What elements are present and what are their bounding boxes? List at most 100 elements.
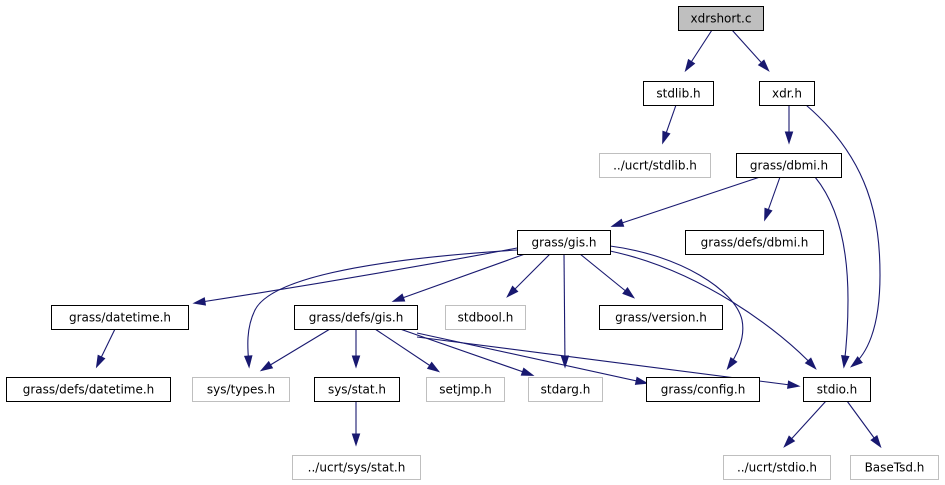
edge-arrowhead <box>243 355 253 369</box>
node-xdr-h[interactable]: xdr.h <box>759 81 815 106</box>
node-sys-types-h: sys/types.h <box>192 377 290 402</box>
edge-line <box>399 328 533 376</box>
node-box <box>426 377 505 402</box>
node-label: sys/types.h <box>207 383 275 397</box>
edge-grass_defs_gis_h-to-grass_config_h <box>416 332 649 385</box>
node-box <box>643 81 714 106</box>
edge-grass_dbmi_h-to-grass_defs_dbmi_h <box>764 176 781 222</box>
edge-line <box>814 176 849 367</box>
edge-grass_defs_gis_h-to-setjmp_h <box>374 328 441 373</box>
node-label: grass/version.h <box>615 311 707 325</box>
edge-arrowhead <box>841 355 850 369</box>
edge-arrowhead <box>757 59 770 72</box>
node-box <box>6 377 171 402</box>
node-box <box>192 377 290 402</box>
node-xdrshort-c[interactable]: xdrshort.c <box>678 6 764 31</box>
node-box <box>51 305 189 330</box>
node-grass-defs-dbmi-h[interactable]: grass/defs/dbmi.h <box>685 230 824 255</box>
edge-arrowhead <box>870 434 882 449</box>
edge-grass_gis_h-to-grass_defs_gis_h <box>391 253 526 302</box>
edge-arrowhead <box>726 356 738 371</box>
edge-line <box>563 253 566 367</box>
edge-arrowhead <box>804 357 817 370</box>
edge-stdlib_h-to-ucrt_stdlib_h <box>662 104 677 145</box>
node-box <box>599 153 711 178</box>
node-label: grass/config.h <box>661 383 746 397</box>
edge-grass_defs_gis_h-to-stdarg_h <box>399 328 535 376</box>
edge-arrowhead <box>684 58 696 73</box>
node-setjmp-h: setjmp.h <box>426 377 505 402</box>
node-label: setjmp.h <box>439 383 491 397</box>
edge-xdr_h-to-grass_dbmi_h <box>784 105 794 145</box>
edge-arrowhead <box>764 207 773 222</box>
edge-arrowhead <box>784 131 794 145</box>
edge-grass_gis_h-to-grass_version_h <box>579 253 636 299</box>
edge-grass_gis_h-to-grass_datetime_h <box>192 247 518 306</box>
node-sys-stat-h[interactable]: sys/stat.h <box>314 377 400 402</box>
edge-arrowhead <box>506 285 519 298</box>
node-grass-gis-h[interactable]: grass/gis.h <box>517 230 611 255</box>
node-label: stdio.h <box>817 383 857 397</box>
edge-line <box>374 328 439 372</box>
edge-arrowhead <box>787 380 801 389</box>
node-box <box>517 230 611 255</box>
node-label: xdr.h <box>772 87 802 101</box>
edge-grass_datetime_h-to-grass_defs_datetime_h <box>95 328 116 369</box>
node-grass-defs-gis-h[interactable]: grass/defs/gis.h <box>294 305 418 330</box>
node-box <box>314 377 400 402</box>
edge-arrowhead <box>426 361 441 373</box>
edge-line <box>579 253 634 298</box>
edge-grass_gis_h-to-grass_config_h <box>609 245 744 371</box>
node-box <box>723 455 831 480</box>
edge-arrowhead <box>849 356 863 368</box>
node-label: stdbool.h <box>458 311 514 325</box>
edges-layer <box>95 29 882 449</box>
edge-grass_defs_gis_h-to-sys_stat_h <box>351 329 361 369</box>
edge-arrowhead <box>520 367 535 376</box>
edge-grass_dbmi_h-to-grass_gis_h <box>610 176 761 227</box>
node-grass-version-h[interactable]: grass/version.h <box>599 305 723 330</box>
node-label: stdlib.h <box>656 87 700 101</box>
node-ucrt-stdio-h: ../ucrt/stdio.h <box>723 455 831 480</box>
edge-arrowhead <box>192 297 207 306</box>
node-label: grass/defs/gis.h <box>309 311 404 325</box>
node-stdio-h[interactable]: stdio.h <box>803 377 871 402</box>
node-label: BaseTsd.h <box>865 461 925 475</box>
edge-xdr_h-to-stdio_h <box>805 104 881 368</box>
edge-arrowhead <box>634 376 649 385</box>
node-box <box>445 305 526 330</box>
edge-line <box>247 249 518 367</box>
edge-arrowhead <box>259 360 274 372</box>
edge-grass_defs_gis_h-to-sys_types_h <box>259 328 331 372</box>
node-stdlib-h[interactable]: stdlib.h <box>643 81 714 106</box>
node-grass-config-h[interactable]: grass/config.h <box>646 377 760 402</box>
edge-grass_gis_h-to-stdarg_h <box>560 253 570 369</box>
edge-arrowhead <box>351 355 361 369</box>
node-box <box>736 153 842 178</box>
node-grass-datetime-h[interactable]: grass/datetime.h <box>51 305 189 330</box>
node-label: grass/gis.h <box>531 236 596 250</box>
node-box <box>759 81 815 106</box>
edge-stdio_h-to-ucrt_stdio_h <box>783 400 827 448</box>
node-box <box>294 305 418 330</box>
node-label: xdrshort.c <box>691 12 752 26</box>
edge-arrowhead <box>662 130 671 145</box>
node-grass-defs-datetime-h[interactable]: grass/defs/datetime.h <box>6 377 171 402</box>
edge-grass_gis_h-to-stdbool_h <box>506 253 551 298</box>
node-label: ../ucrt/stdlib.h <box>613 159 697 173</box>
edge-sys_stat_h-to-ucrt_sys_stat_h <box>351 401 361 447</box>
node-label: ../ucrt/sys/stat.h <box>308 461 406 475</box>
node-stdbool-h: stdbool.h <box>445 305 526 330</box>
node-box <box>850 455 939 480</box>
edge-line <box>609 245 744 369</box>
node-grass-dbmi-h[interactable]: grass/dbmi.h <box>736 153 842 178</box>
edge-stdio_h-to-basetsd_h <box>846 400 882 449</box>
edge-arrowhead <box>783 435 796 448</box>
node-ucrt-stdlib-h: ../ucrt/stdlib.h <box>599 153 711 178</box>
node-box <box>803 377 871 402</box>
edge-grass_gis_h-to-stdio_h <box>609 250 817 370</box>
node-box <box>599 305 723 330</box>
edge-xdrshort_c-to-xdr_h <box>731 29 770 72</box>
node-label: grass/datetime.h <box>69 311 171 325</box>
